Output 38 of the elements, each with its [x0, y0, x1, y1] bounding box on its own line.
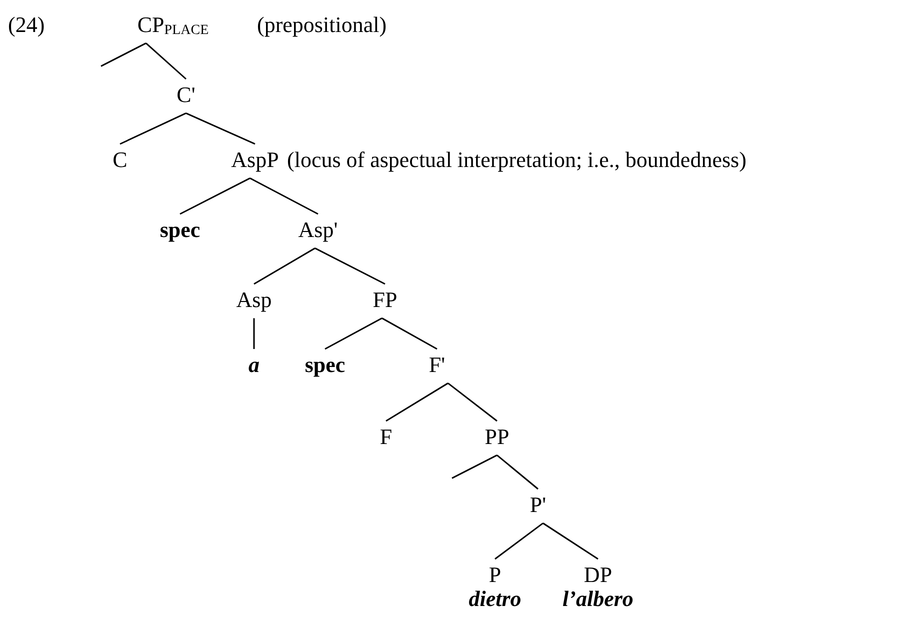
tree-branch — [250, 178, 318, 215]
specifier-label: spec — [304, 353, 346, 378]
tree-branch — [120, 112, 186, 145]
tree-branch — [496, 454, 538, 490]
tree-branch — [180, 178, 250, 215]
annotation-text: (locus of aspectual interpretation; i.e., boundedness) — [287, 148, 746, 172]
specifier-label: spec — [160, 218, 200, 242]
annotation-text: (prepositional) — [257, 13, 387, 38]
category-label: PP — [484, 425, 510, 450]
example-number: (24) — [8, 13, 45, 38]
tree-branch — [100, 42, 146, 67]
category-label: F — [380, 425, 392, 450]
tree-branch — [452, 454, 498, 479]
category-label: FP — [372, 288, 398, 312]
tree-branch — [186, 112, 256, 145]
category-label: DP — [582, 563, 614, 588]
category-label: P — [488, 563, 502, 588]
tree-branch — [314, 248, 386, 285]
category-label: Asp' — [298, 218, 338, 242]
tree-branch — [146, 42, 186, 80]
tree-branch — [542, 522, 598, 560]
category-label: AspP — [231, 148, 279, 172]
category-label: C — [112, 148, 128, 172]
tree-branch — [494, 522, 544, 560]
tree-branch — [253, 318, 255, 349]
word-label: dietro — [468, 587, 522, 612]
tree-branch — [386, 382, 448, 422]
category-label: CP$_{PLACE}$ — [137, 13, 209, 38]
category-label: C' — [176, 83, 196, 108]
category-label: F' — [428, 353, 446, 378]
tree-branch — [382, 318, 438, 350]
category-label: Asp — [236, 288, 272, 312]
word-label: l’albero — [562, 587, 634, 612]
category-label: P' — [530, 493, 546, 518]
tree-branch — [448, 382, 498, 422]
word-label: a — [248, 353, 260, 378]
tree-branch — [324, 318, 382, 350]
tree-branch — [254, 248, 316, 285]
